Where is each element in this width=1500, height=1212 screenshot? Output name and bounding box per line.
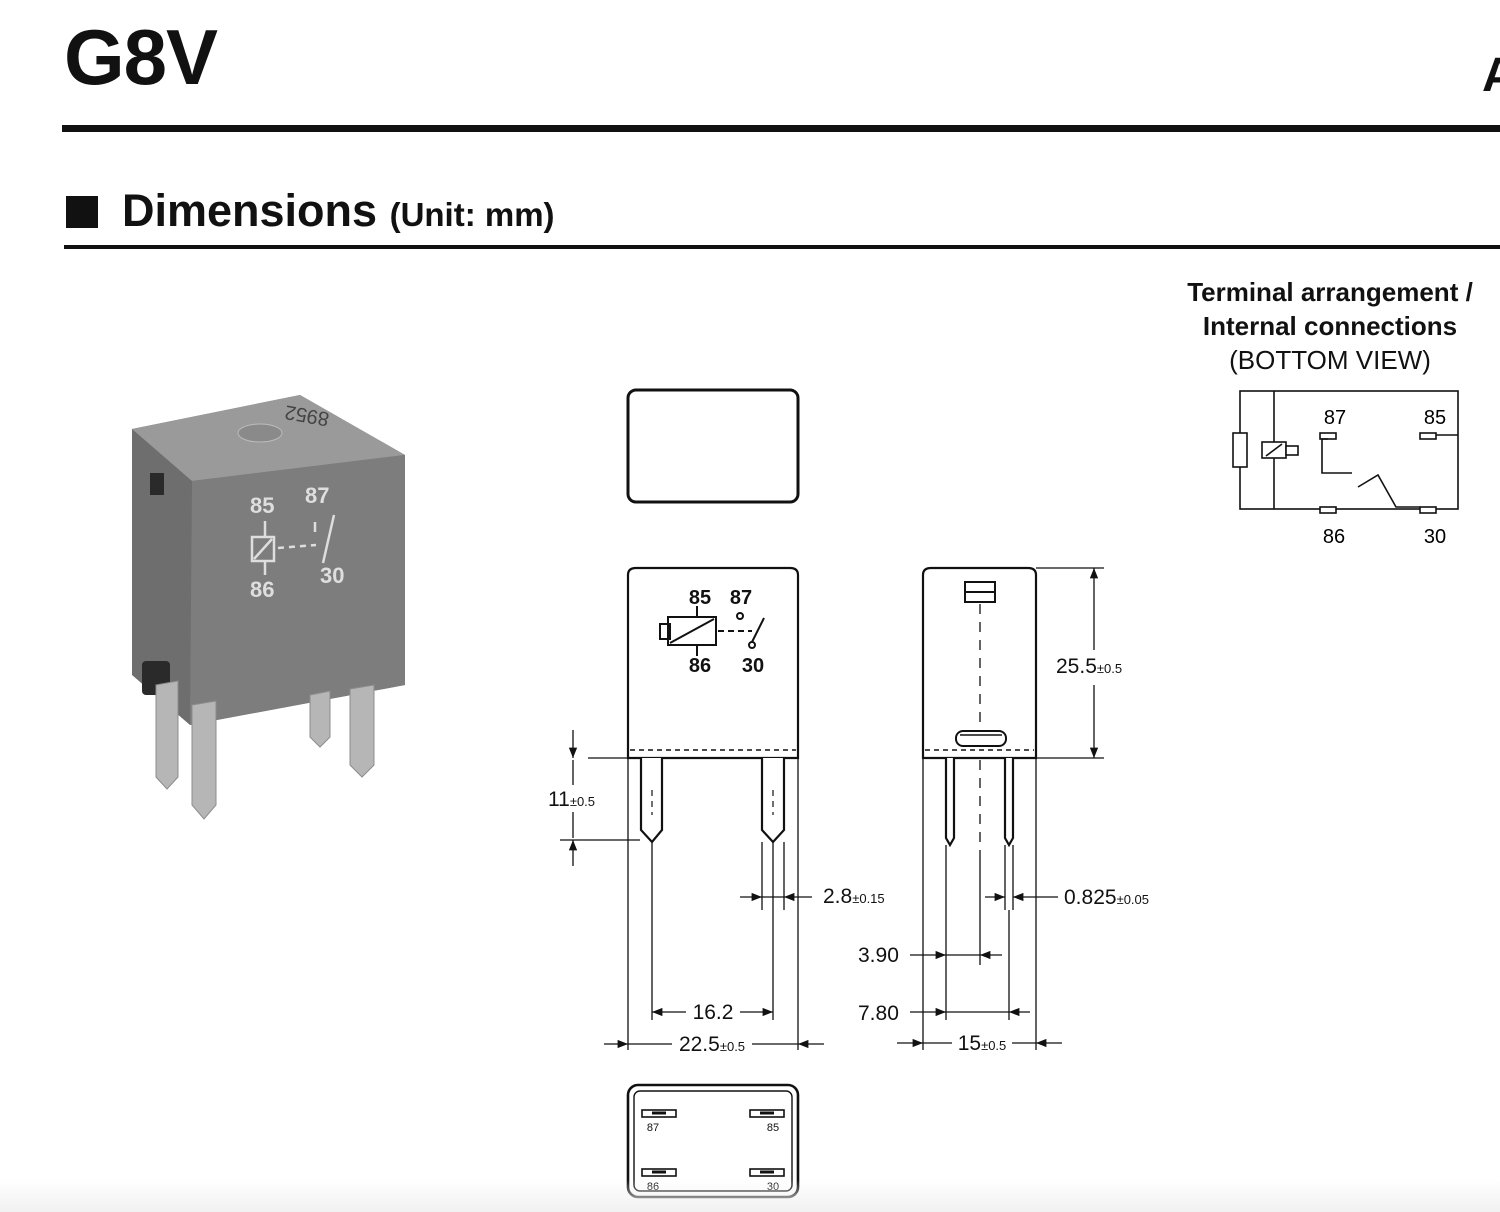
terminal-label-30: 30: [1424, 526, 1446, 548]
front-label-85: 85: [689, 587, 711, 609]
bottom-label-87: 87: [647, 1122, 659, 1134]
dim-body-width: 22.5±0.5: [679, 1033, 745, 1056]
photo-pin: [309, 690, 331, 748]
photo-label-86: 86: [250, 577, 274, 602]
photo-label-85: 85: [250, 493, 274, 518]
terminal-heading-line1: Terminal arrangement /: [1187, 277, 1473, 307]
front-label-30: 30: [742, 655, 764, 677]
relay-body-face: [190, 455, 405, 725]
section-heading: Dimensions (Unit: mm): [122, 186, 555, 236]
section-title: Dimensions: [122, 185, 378, 236]
bottom-fade: [0, 1180, 1500, 1212]
terminal-30-pad: [1419, 506, 1437, 514]
bottom-label-85: 85: [767, 1122, 779, 1134]
header-corner-letter: A: [1482, 49, 1500, 102]
terminal-label-85: 85: [1424, 407, 1446, 429]
photo-label-87: 87: [305, 483, 329, 508]
terminal-schematic: 87 85 86 30: [1232, 390, 1459, 548]
terminal-86-pad: [1319, 506, 1337, 514]
terminal-85-pad: [1419, 432, 1437, 440]
relay-photo: 8952 85 87 86 30: [132, 395, 405, 820]
dim-offset-1: 3.90: [858, 944, 899, 967]
dim-pin-length: 11±0.5: [548, 788, 595, 811]
terminal-heading-line3: (BOTTOM VIEW): [1229, 345, 1431, 375]
product-title: G8V: [64, 13, 218, 101]
dim-offset-2: 7.80: [858, 1002, 899, 1025]
front-label-86: 86: [689, 655, 711, 677]
side-view: [921, 566, 1038, 860]
dim-body-depth: 15±0.5: [958, 1032, 1007, 1055]
terminal-label-87: 87: [1324, 407, 1346, 429]
top-view-outline: [626, 388, 800, 504]
section-rule: [64, 245, 1500, 249]
coil-resistor-icon: [1232, 432, 1248, 468]
photo-label-30: 30: [320, 563, 344, 588]
dim-pin-pitch: 16.2: [693, 1001, 734, 1024]
dim-pin-thickness: 0.825±0.05: [1064, 886, 1149, 909]
dim-body-height: 25.5±0.5: [1056, 655, 1122, 678]
photo-pin: [155, 680, 179, 790]
section-bullet-icon: [66, 196, 98, 228]
photo-pin: [191, 700, 217, 820]
front-label-87: 87: [730, 587, 752, 609]
terminal-heading-line2: Internal connections: [1202, 311, 1458, 341]
terminal-label-86: 86: [1323, 526, 1345, 548]
front-view: [626, 566, 800, 844]
dim-pin-width: 2.8±0.15: [823, 885, 885, 908]
photo-pin: [349, 684, 375, 778]
header-rule: [62, 125, 1500, 132]
section-unit: (Unit: mm): [389, 196, 555, 233]
